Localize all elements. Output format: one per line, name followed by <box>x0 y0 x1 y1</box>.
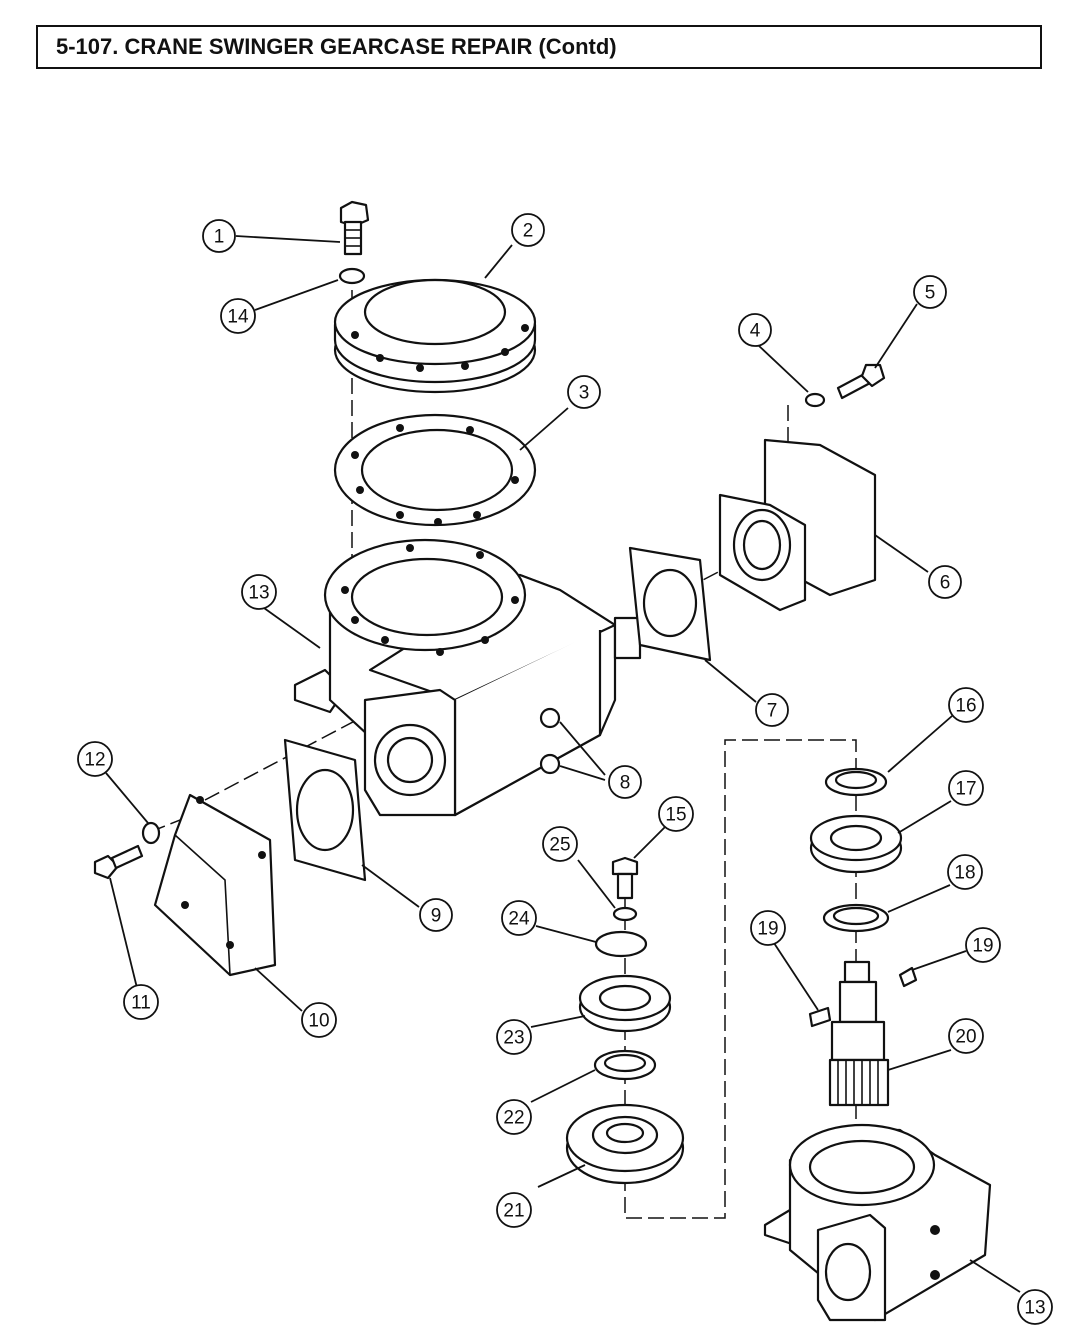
callout-20: 20 <box>948 1018 984 1054</box>
callout-6: 6 <box>928 565 962 599</box>
svg-text:23: 23 <box>503 1028 524 1049</box>
bracket-part-6 <box>718 438 877 612</box>
callout-18: 18 <box>947 854 983 890</box>
svg-text:10: 10 <box>308 1011 329 1032</box>
lockwasher-part-25 <box>612 906 638 922</box>
svg-text:3: 3 <box>579 383 590 404</box>
callout-8: 8 <box>608 765 642 799</box>
gasket-part-3 <box>333 413 537 527</box>
svg-text:11: 11 <box>131 993 151 1014</box>
washer-part-24 <box>594 930 648 958</box>
svg-text:22: 22 <box>503 1108 524 1129</box>
callout-22: 22 <box>496 1099 532 1135</box>
callout-4: 4 <box>738 313 772 347</box>
bearing-part-17 <box>809 814 903 874</box>
gearcase-housing-part-13-bottom <box>763 1123 992 1322</box>
bolt-part-1 <box>339 200 370 256</box>
callout-19b: 19 <box>965 927 1001 963</box>
gear-part-21 <box>565 1103 685 1185</box>
callout-3: 3 <box>567 375 601 409</box>
lockwasher-part-4 <box>804 392 826 408</box>
gasket-part-7 <box>628 546 712 662</box>
callout-24: 24 <box>501 900 537 936</box>
shaft-pinion-part-20 <box>828 960 890 1107</box>
bearing-part-23 <box>578 974 672 1033</box>
callout-1: 1 <box>202 219 236 253</box>
svg-text:12: 12 <box>84 750 105 771</box>
gearcase-housing-part-13 <box>293 538 642 817</box>
svg-text:17: 17 <box>955 779 976 800</box>
callout-16: 16 <box>948 687 984 723</box>
callout-21: 21 <box>496 1192 532 1228</box>
callout-25: 25 <box>542 826 578 862</box>
bearing-race-part-22 <box>593 1049 657 1081</box>
svg-text:9: 9 <box>431 906 442 927</box>
svg-text:24: 24 <box>508 909 530 930</box>
svg-text:16: 16 <box>955 696 976 717</box>
svg-text:8: 8 <box>620 773 631 794</box>
key-part-19b <box>898 966 918 988</box>
svg-text:6: 6 <box>940 573 951 594</box>
callout-5: 5 <box>913 275 947 309</box>
bolt-part-11 <box>93 844 144 880</box>
svg-text:25: 25 <box>549 835 570 856</box>
bearing-race-part-18 <box>822 903 890 933</box>
callout-14: 14 <box>220 298 256 334</box>
svg-text:19: 19 <box>972 936 993 957</box>
lockwasher-part-14 <box>338 267 366 285</box>
svg-text:19: 19 <box>757 919 778 940</box>
bracket-part-10 <box>153 793 277 977</box>
bolt-part-15 <box>611 856 639 900</box>
page-title: 5-107. CRANE SWINGER GEARCASE REPAIR (Co… <box>36 25 1042 69</box>
callout-17: 17 <box>948 770 984 806</box>
gasket-part-9 <box>283 738 367 882</box>
leader-lines <box>105 235 1021 1293</box>
svg-text:14: 14 <box>227 307 249 328</box>
cover-part-2 <box>333 278 537 394</box>
svg-text:20: 20 <box>955 1027 976 1048</box>
key-part-19a <box>808 1006 832 1028</box>
lockwasher-part-12 <box>141 821 161 845</box>
callout-12: 12 <box>77 741 113 777</box>
callout-9: 9 <box>419 898 453 932</box>
callout-2: 2 <box>511 213 545 247</box>
bolt-part-5 <box>836 363 886 400</box>
svg-text:1: 1 <box>214 227 225 248</box>
svg-text:21: 21 <box>503 1201 524 1222</box>
svg-text:13: 13 <box>1024 1298 1045 1319</box>
svg-text:13: 13 <box>248 583 269 604</box>
svg-text:2: 2 <box>523 221 534 242</box>
callout-7: 7 <box>755 693 789 727</box>
callout-23: 23 <box>496 1019 532 1055</box>
callout-10: 10 <box>301 1002 337 1038</box>
plugs-part-8 <box>539 707 561 775</box>
callout-19a: 19 <box>750 910 786 946</box>
bearing-race-part-16 <box>824 767 888 797</box>
svg-text:4: 4 <box>750 321 761 342</box>
callout-13a: 13 <box>241 574 277 610</box>
callout-15: 15 <box>658 796 694 832</box>
svg-text:15: 15 <box>665 805 686 826</box>
svg-text:18: 18 <box>954 863 975 884</box>
svg-text:7: 7 <box>767 701 778 722</box>
callout-13b: 13 <box>1017 1289 1053 1325</box>
svg-text:5: 5 <box>925 283 936 304</box>
callout-11: 11 <box>123 984 159 1020</box>
